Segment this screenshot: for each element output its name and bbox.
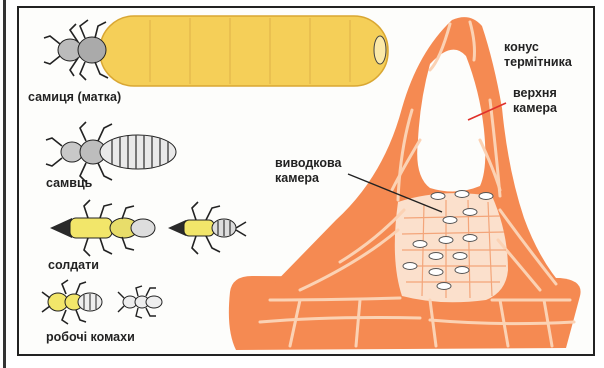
worker-termite-small-drawing bbox=[118, 286, 162, 318]
soldier-termite-small-drawing bbox=[168, 202, 246, 254]
male-label: самвць bbox=[46, 176, 92, 191]
brood-chamber-label-line2: камера bbox=[275, 171, 319, 186]
queen-label: самиця (матка) bbox=[28, 90, 121, 105]
male-termite-drawing bbox=[46, 122, 176, 182]
workers-label: робочі комахи bbox=[46, 330, 135, 345]
upper-chamber-label-line1: верхня bbox=[513, 86, 557, 101]
soldier-termite-large-drawing bbox=[50, 200, 155, 256]
brood-chamber-label-line1: виводкова bbox=[275, 156, 342, 171]
upper-chamber-label-line2: камера bbox=[513, 101, 557, 116]
cone-label-line1: конус bbox=[504, 40, 539, 55]
cone-label-line2: термітника bbox=[504, 55, 572, 70]
worker-termite-large-drawing bbox=[42, 280, 102, 324]
soldiers-label: солдати bbox=[48, 258, 99, 273]
queen-termite-drawing bbox=[44, 16, 388, 86]
